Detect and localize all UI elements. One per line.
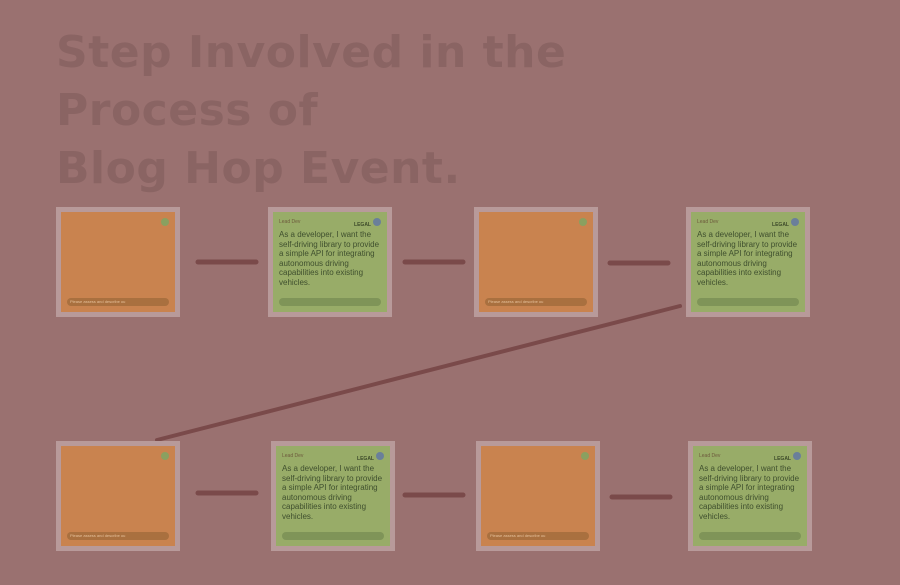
title-line-3: Blog Hop Event. bbox=[56, 143, 461, 194]
note-text: As a developer, I want the self-driving … bbox=[279, 230, 380, 287]
note-footer bbox=[279, 298, 381, 306]
note-footer: Please assess and describe ou bbox=[67, 532, 169, 540]
note-footer bbox=[697, 298, 799, 306]
avatar-icon bbox=[376, 452, 384, 460]
sticky-note-5[interactable]: Please assess and describe ou bbox=[56, 441, 180, 551]
note-footer bbox=[699, 532, 801, 540]
note-tag: LEGAL bbox=[357, 456, 374, 462]
title-line-2: Process of bbox=[56, 85, 319, 136]
note-tag: LEGAL bbox=[772, 222, 789, 228]
sticky-note-1[interactable]: Please assess and describe ou bbox=[56, 207, 180, 317]
note-footer bbox=[282, 532, 384, 540]
note-footer: Please assess and describe ou bbox=[67, 298, 169, 306]
note-footer: Please assess and describe ou bbox=[487, 532, 589, 540]
note-tag: LEGAL bbox=[354, 222, 371, 228]
avatar-icon bbox=[791, 218, 799, 226]
avatar-icon bbox=[373, 218, 381, 226]
avatar-icon bbox=[161, 218, 169, 226]
note-author: Lead Dev bbox=[697, 219, 719, 225]
avatar-icon bbox=[579, 218, 587, 226]
sticky-note-7[interactable]: Please assess and describe ou bbox=[476, 441, 600, 551]
connector-4-5 bbox=[155, 304, 682, 442]
note-tag: LEGAL bbox=[774, 456, 791, 462]
avatar-icon bbox=[161, 452, 169, 460]
note-text: As a developer, I want the self-driving … bbox=[697, 230, 798, 287]
avatar-icon bbox=[581, 452, 589, 460]
note-author: Lead Dev bbox=[279, 219, 301, 225]
note-text: As a developer, I want the self-driving … bbox=[282, 464, 383, 521]
sticky-note-3[interactable]: Please assess and describe ou bbox=[474, 207, 598, 317]
avatar-icon bbox=[793, 452, 801, 460]
note-footer: Please assess and describe ou bbox=[485, 298, 587, 306]
page-title: Step Involved in the Process of Blog Hop… bbox=[56, 24, 566, 198]
note-author: Lead Dev bbox=[282, 453, 304, 459]
note-text: As a developer, I want the self-driving … bbox=[699, 464, 800, 521]
title-line-1: Step Involved in the bbox=[56, 27, 567, 78]
note-author: Lead Dev bbox=[699, 453, 721, 459]
